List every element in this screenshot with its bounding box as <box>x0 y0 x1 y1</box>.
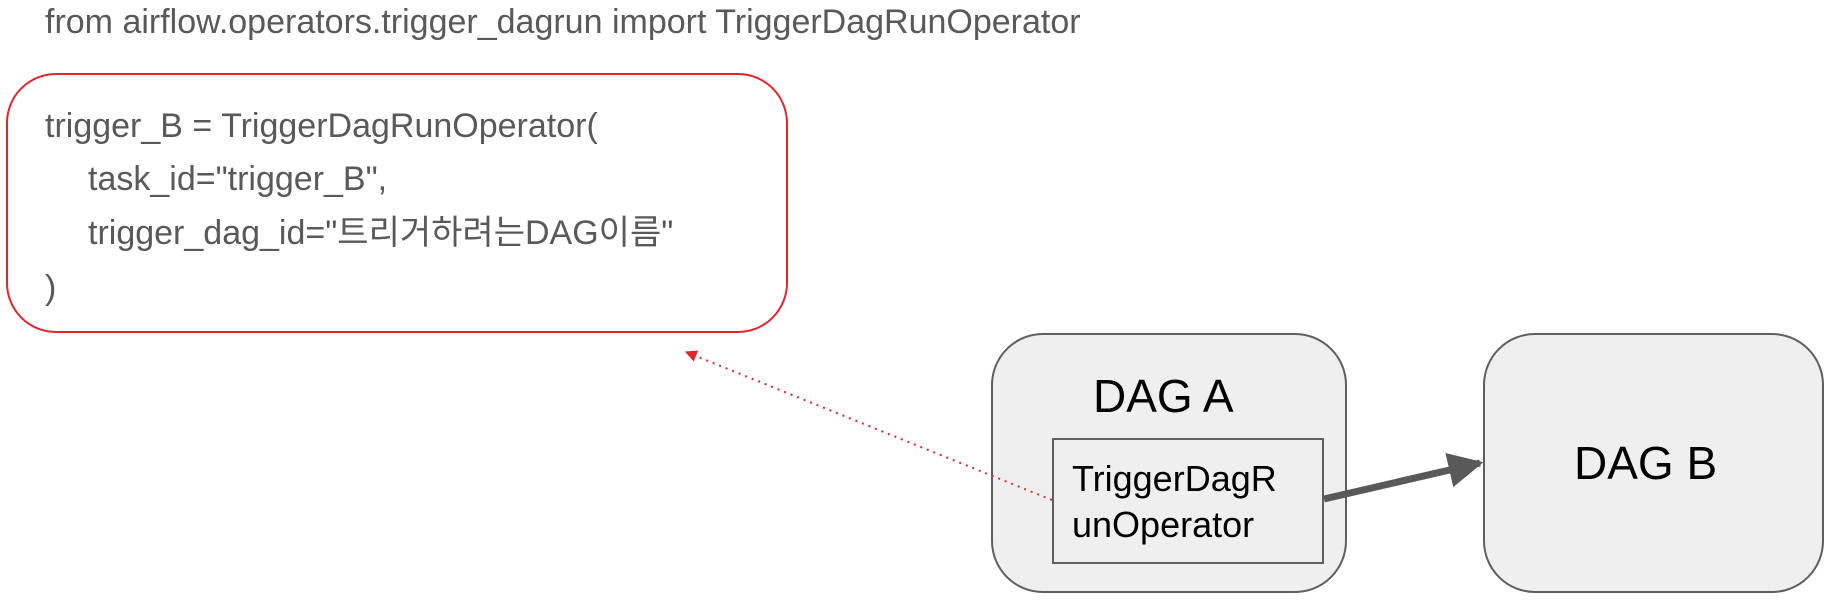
trigger-operator-label-line-2: unOperator <box>1072 504 1255 545</box>
trigger-operator-box: TriggerDagR unOperator <box>1052 438 1324 564</box>
trigger-operator-label-line-1: TriggerDagR <box>1072 458 1277 499</box>
code-snippet-box <box>6 73 788 333</box>
code-line-4: ) <box>45 269 57 307</box>
code-line-2: task_id="trigger_B", <box>88 160 388 198</box>
reference-dotted-arrow <box>684 350 1053 501</box>
dag-a-label: DAG A <box>1093 370 1234 422</box>
trigger-operator-label: TriggerDagR unOperator <box>1072 456 1277 548</box>
import-statement: from airflow.operators.trigger_dagrun im… <box>45 3 1081 41</box>
code-line-3: trigger_dag_id="트리거하려는DAG이름" <box>88 214 674 252</box>
code-line-1: trigger_B = TriggerDagRunOperator( <box>45 107 598 145</box>
dag-b-node <box>1483 333 1824 593</box>
trigger-flow-arrow <box>1323 453 1484 503</box>
dag-b-label: DAG B <box>1574 437 1718 489</box>
